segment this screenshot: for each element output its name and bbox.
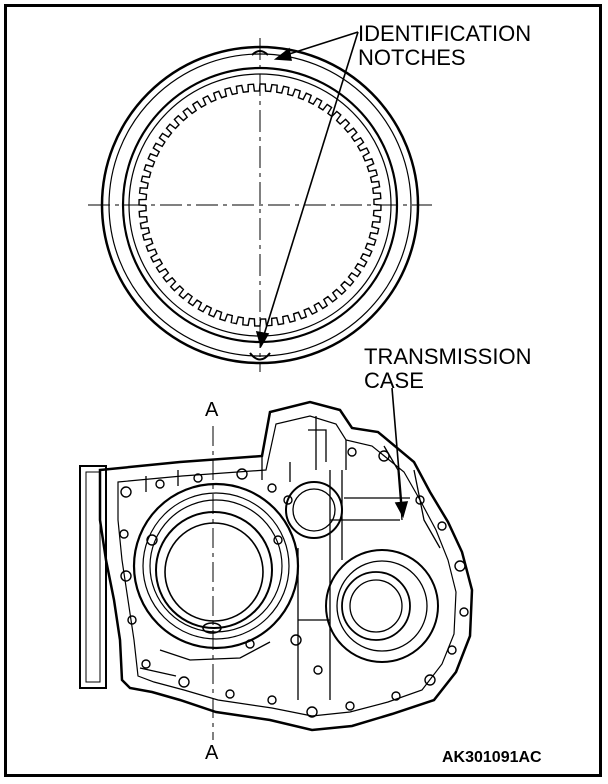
case-inner-outline <box>117 415 457 717</box>
leader-to-case <box>391 387 403 509</box>
clutch-bore-ring <box>142 492 290 640</box>
case-outline <box>98 400 474 732</box>
notch-leader-lines <box>255 31 359 349</box>
case-bolt-holes <box>119 447 469 718</box>
case-left-flange-inner <box>85 471 101 683</box>
bolt-hole <box>378 450 390 462</box>
case-rib-1 <box>329 470 410 700</box>
identification-label-line2: NOTCHES <box>358 45 466 70</box>
clutch-bore-inner <box>155 511 273 629</box>
bolt-hole <box>119 529 129 539</box>
differential-bore-outer <box>325 549 439 663</box>
bolt-hole <box>193 473 203 483</box>
bolt-hole <box>447 645 457 655</box>
figure-frame <box>4 4 602 777</box>
bolt-hole <box>146 534 158 546</box>
bolt-hole <box>313 665 323 675</box>
transmission-case <box>79 400 474 732</box>
section-label-top: A <box>205 399 219 421</box>
case-label-line2: CASE <box>364 368 424 393</box>
arrowhead-top-notch <box>273 47 292 61</box>
case-bore-notch <box>202 622 222 634</box>
differential-bore-inner <box>341 571 411 641</box>
bolt-hole <box>454 560 466 572</box>
figure-code: AK301091AC <box>442 749 542 766</box>
upper-port-outer <box>285 481 343 539</box>
bolt-hole <box>120 570 132 582</box>
bolt-hole <box>141 659 151 669</box>
upper-port-inner <box>292 488 336 532</box>
bolt-hole <box>424 674 436 686</box>
case-label-line1: TRANSMISSION <box>364 344 532 369</box>
bolt-hole <box>391 691 401 701</box>
bolt-hole <box>459 607 469 617</box>
bolt-hole <box>178 676 190 688</box>
case-left-flange <box>79 465 107 689</box>
differential-bore-mid <box>336 560 428 652</box>
bolt-hole <box>236 468 248 480</box>
case-leader-line <box>391 387 409 519</box>
bolt-hole <box>120 486 132 498</box>
identification-notches-label: IDENTIFICATION NOTCHES <box>358 22 531 70</box>
case-rib-2 <box>261 456 330 700</box>
identification-label-line1: IDENTIFICATION <box>358 21 532 46</box>
bolt-hole <box>345 701 355 711</box>
leader-to-bottom-notch <box>262 31 359 339</box>
transmission-case-label: TRANSMISSION CASE <box>364 345 531 393</box>
bolt-hole <box>283 495 293 505</box>
case-rib-4 <box>139 470 271 677</box>
leader-to-top-notch <box>282 31 359 57</box>
arrowhead-case <box>394 501 409 519</box>
clutch-bore-center <box>164 522 264 622</box>
bolt-hole <box>225 689 235 699</box>
bolt-hole <box>245 639 255 649</box>
clutch-plate <box>88 38 432 372</box>
case-rib-5 <box>308 416 347 470</box>
arrowhead-bottom-notch <box>255 330 270 349</box>
bolt-hole <box>267 695 277 705</box>
bolt-hole <box>127 615 137 625</box>
bolt-hole <box>306 706 318 718</box>
bolt-hole <box>415 495 425 505</box>
differential-bore-center <box>349 579 403 633</box>
bolt-hole <box>437 521 447 531</box>
bolt-hole <box>267 483 277 493</box>
bolt-hole <box>273 535 283 545</box>
bolt-hole <box>347 447 357 457</box>
bolt-hole <box>155 479 165 489</box>
bolt-hole <box>290 634 302 646</box>
section-label-bottom: A <box>205 742 219 764</box>
identification-notch-bottom <box>249 352 271 361</box>
